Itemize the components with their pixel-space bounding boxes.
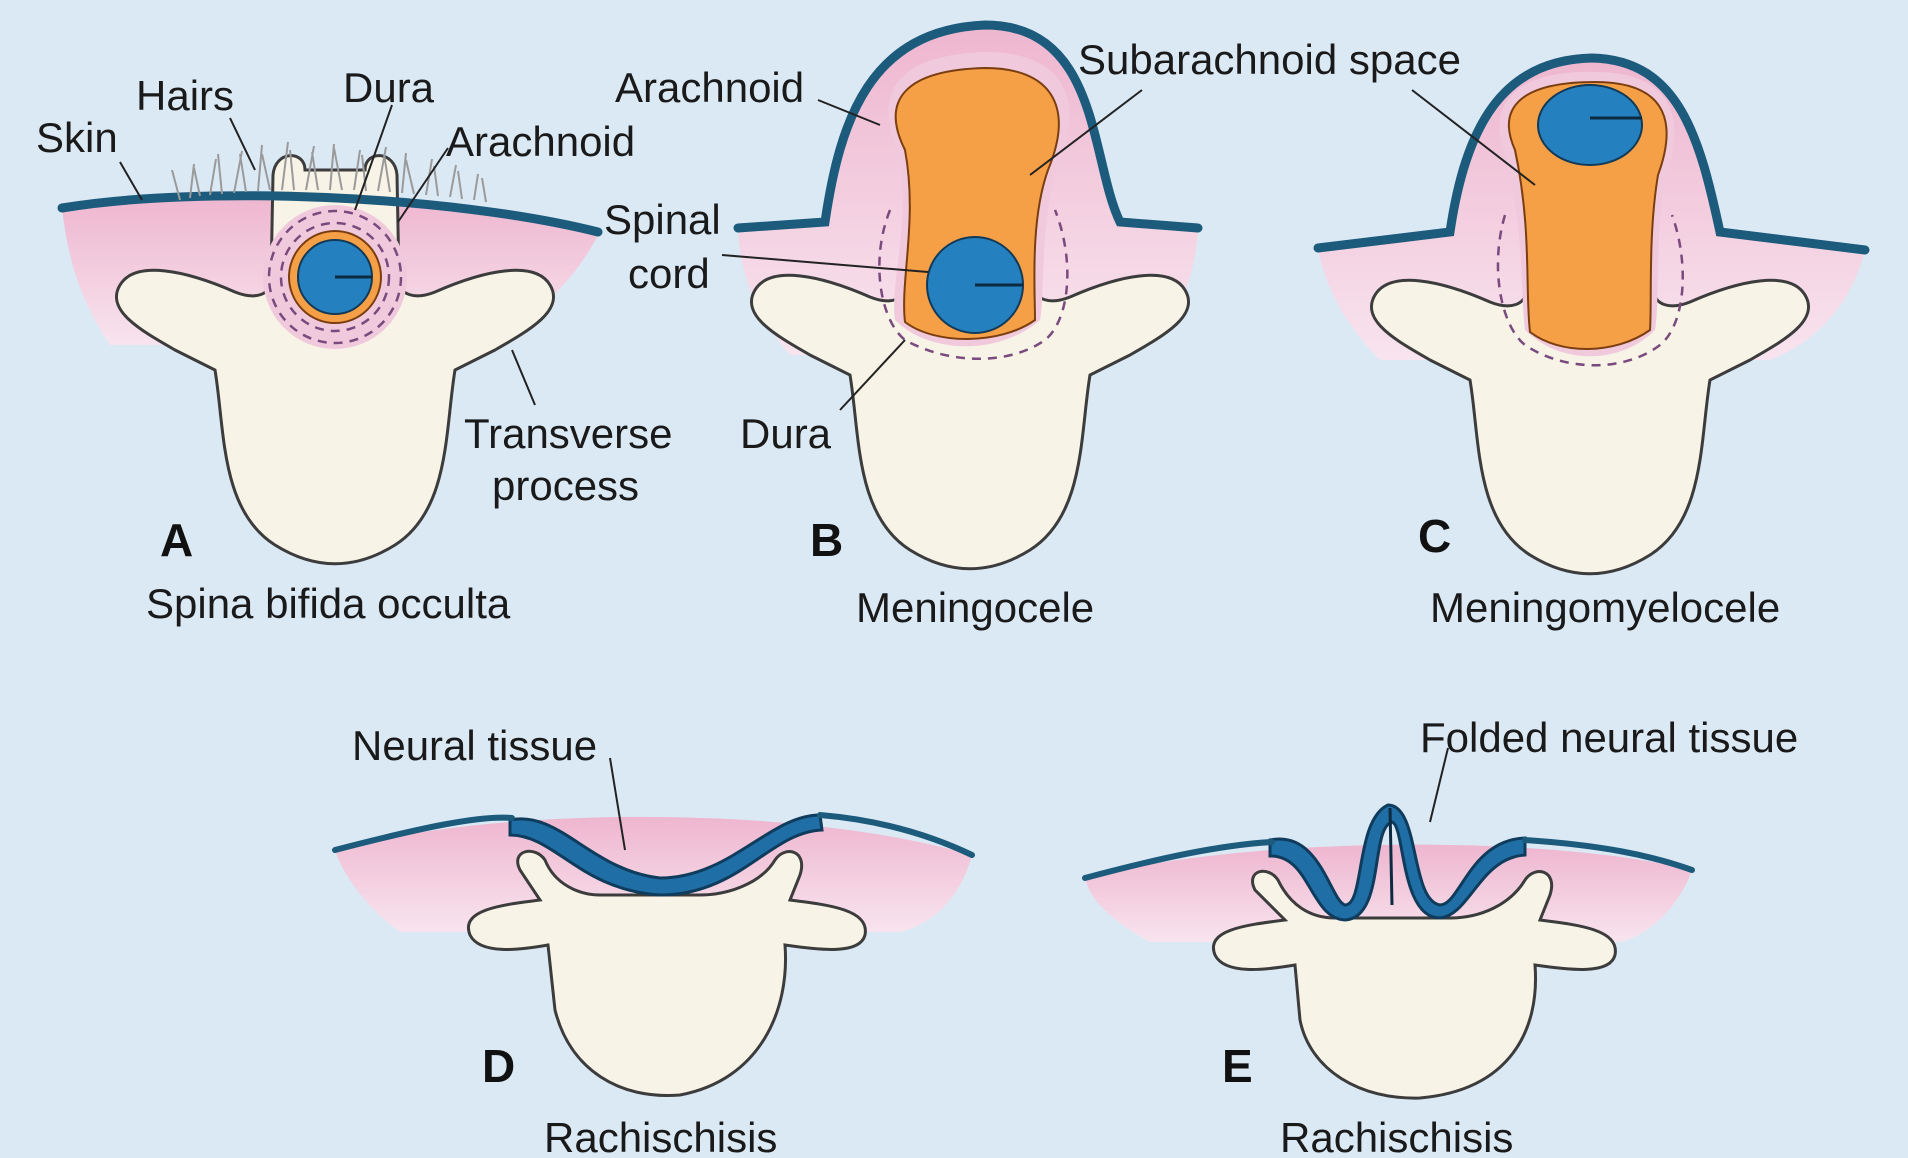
- label-arachnoid-a: Arachnoid: [446, 118, 635, 165]
- label-transverse-line2: process: [492, 462, 639, 509]
- fold-midline-e: [1390, 808, 1392, 905]
- panel-letter-b: B: [810, 514, 843, 566]
- leader-skin-a: [120, 162, 142, 200]
- caption-b: Meningocele: [856, 584, 1094, 631]
- label-spinal: Spinal: [604, 196, 721, 243]
- label-skin: Skin: [36, 114, 118, 161]
- panel-letter-a: A: [160, 514, 193, 566]
- leader-transverse-a: [512, 350, 535, 405]
- panel-letter-c: C: [1418, 510, 1451, 562]
- spinal-cord-c: [1538, 85, 1642, 165]
- label-cord: cord: [628, 250, 710, 297]
- label-hairs: Hairs: [136, 72, 234, 119]
- label-arachnoid-b: Arachnoid: [615, 64, 804, 111]
- panel-d: Neural tissue D Rachischisis: [335, 722, 972, 1158]
- leader-hairs-a: [230, 118, 255, 170]
- panel-a: Skin Hairs Dura Arachnoid Transverse pro…: [36, 64, 673, 627]
- caption-d: Rachischisis: [544, 1114, 777, 1158]
- panel-letter-d: D: [482, 1040, 515, 1092]
- panel-e: Folded neural tissue E Rachischisis: [1085, 714, 1798, 1158]
- panel-b: Arachnoid Subarachnoid space Spinal cord…: [604, 25, 1461, 631]
- label-folded-neural-tissue: Folded neural tissue: [1420, 714, 1798, 761]
- caption-c: Meningomyelocele: [1430, 584, 1780, 631]
- caption-a: Spina bifida occulta: [146, 580, 511, 627]
- panel-letter-e: E: [1222, 1040, 1253, 1092]
- label-dura-b: Dura: [740, 410, 832, 457]
- label-neural-tissue: Neural tissue: [352, 722, 597, 769]
- label-subarachnoid-space: Subarachnoid space: [1078, 36, 1461, 83]
- label-transverse-line1: Transverse: [464, 410, 673, 457]
- label-dura-a: Dura: [343, 64, 435, 111]
- panel-c: C Meningomyelocele: [1318, 58, 1865, 631]
- caption-e: Rachischisis: [1280, 1114, 1513, 1158]
